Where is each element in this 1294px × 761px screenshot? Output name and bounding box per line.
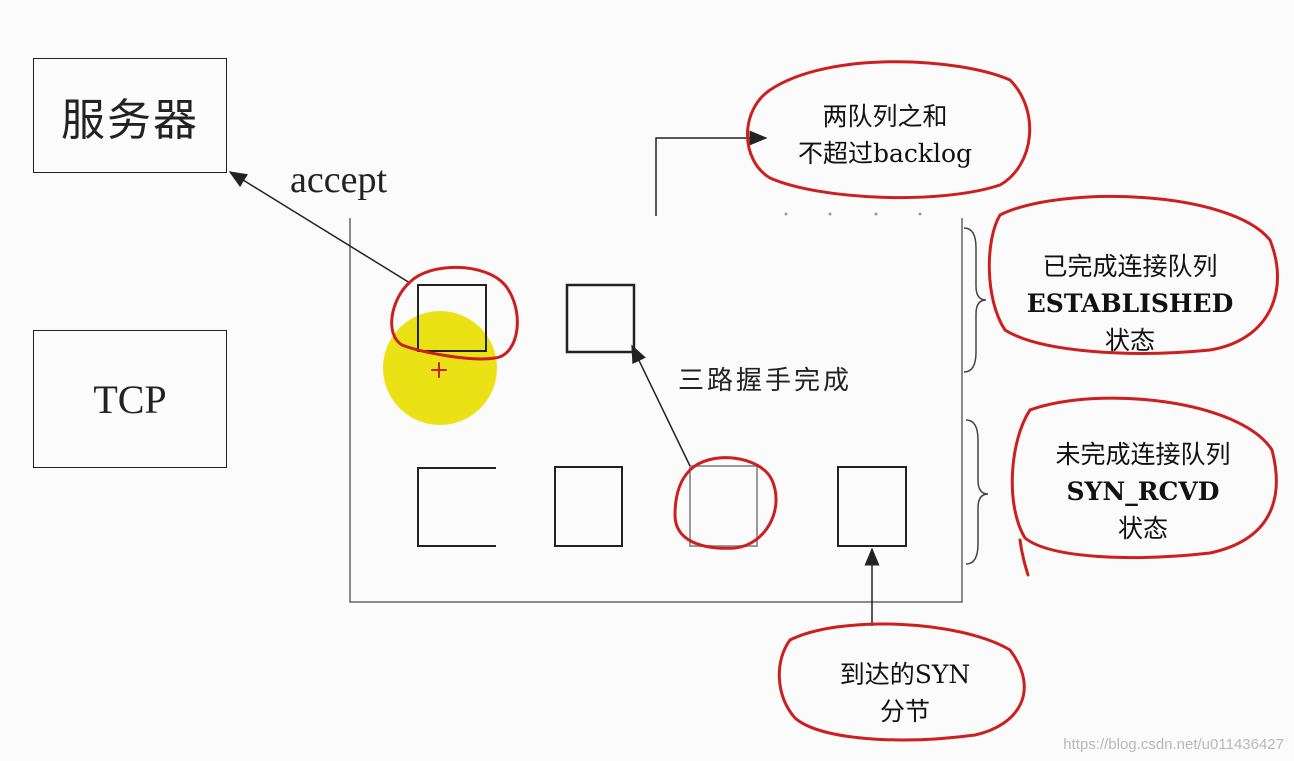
accept-label: accept [290,159,388,201]
handshake-arrow [631,344,691,467]
cursor-crosshair [431,362,447,378]
syn-rcvd-note-line2: SYN_RCVD [1066,477,1220,506]
syn-arrival-note-line1: 到达的SYN [839,660,971,689]
established-slot-2 [565,283,636,354]
established-note-line3: 状态 [1104,326,1155,355]
syn-rcvd-slot-2 [554,466,623,547]
syn-rcvd-note-line3: 状态 [1117,514,1168,543]
syn-rcvd-slot-1 [417,467,496,547]
watermark: https://blog.csdn.net/u011436427 [1063,736,1284,753]
established-note: 已完成连接队列 ESTABLISHED 状态 [1000,248,1260,359]
syn-rcvd-note-line1: 未完成连接队列 [1055,440,1231,469]
established-brace [963,227,987,373]
accept-arrow [228,171,411,284]
backlog-note-line1: 两队列之和 [822,102,948,131]
backlog-arrow [655,130,768,216]
syn-slot-scribble [673,456,778,550]
tcp-box: TCP [33,330,227,468]
established-note-line1: 已完成连接队列 [1042,252,1218,281]
backlog-note: 两队列之和 不超过backlog [770,98,1000,172]
syn-rcvd-slot-3 [689,465,758,547]
syn-arrival-note-line2: 分节 [879,697,930,726]
established-slot-1 [417,284,487,352]
accept-slot-scribble [390,265,519,361]
syn-arrival-note: 到达的SYN 分节 [800,656,1010,730]
syn-rcvd-note: 未完成连接队列 SYN_RCVD 状态 [1018,436,1268,547]
container-top-dots [784,212,922,216]
syn-note-outline [777,622,1026,742]
syn-rcvd-brace [965,419,989,565]
queue-container [349,218,963,603]
established-note-line2: ESTABLISHED [1026,289,1234,318]
handshake-label: 三路握手完成 [678,366,853,396]
syn-rcvd-note-outline [1010,396,1278,577]
backlog-note-outline [746,60,1032,200]
server-box: 服务器 [33,58,227,173]
tcp-label: TCP [93,376,167,422]
established-note-outline [987,194,1279,355]
backlog-note-line2: 不超过backlog [797,139,973,168]
syn-rcvd-slot-4 [837,466,907,547]
server-label: 服务器 [61,94,199,146]
